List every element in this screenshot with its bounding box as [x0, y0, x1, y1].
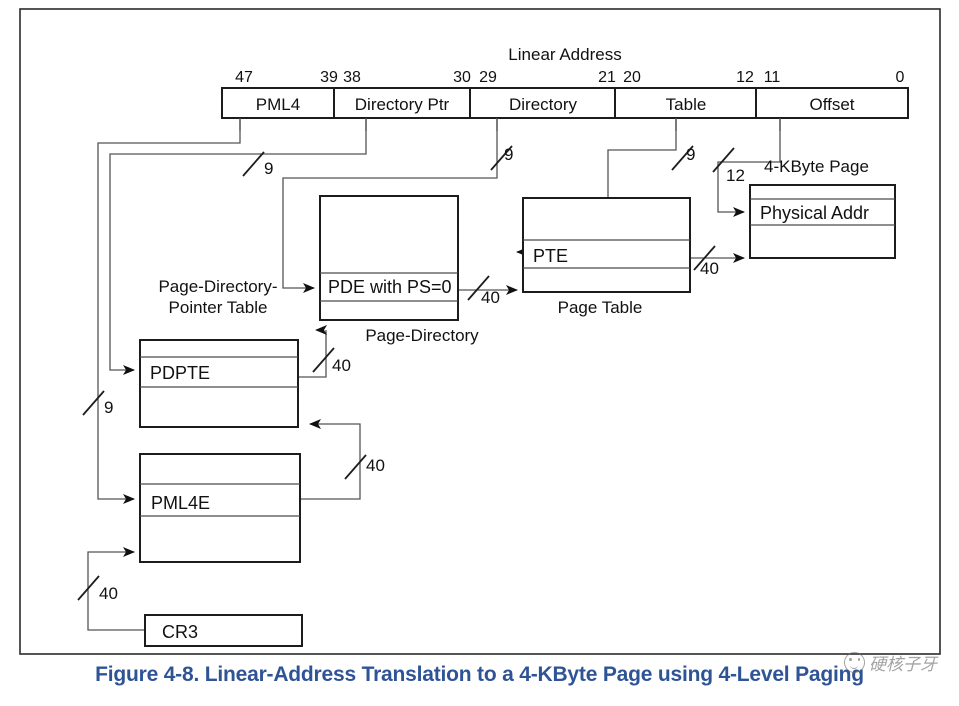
wire-directoryptr-to-pdpt: [109, 118, 367, 375]
bus-width-directory: 9: [504, 145, 513, 164]
field-directory: Directory: [509, 95, 578, 114]
bit-label-0: 0: [896, 69, 905, 86]
bus-width-pml4e: 40: [366, 456, 385, 475]
field-pml4: PML4: [256, 95, 300, 114]
bit-label-11: 11: [764, 69, 781, 86]
wire-pde-to-pagetable-base: [458, 275, 518, 301]
physical-addr-entry: Physical Addr: [760, 203, 869, 223]
bus-width-pml4: 9: [104, 398, 113, 417]
bus-width-table: 9: [686, 145, 695, 164]
linear-address-bar: [221, 87, 909, 119]
bus-width-offset: 12: [726, 166, 745, 185]
bit-label-47: 47: [235, 69, 253, 86]
wire-pml4-to-pml4e: [82, 118, 241, 504]
field-table: Table: [666, 95, 707, 114]
bit-label-38: 38: [343, 69, 361, 86]
wire-cr3-to-pml4-table: [77, 547, 145, 631]
figure-caption: Figure 4-8. Linear-Address Translation t…: [95, 663, 864, 686]
bit-label-12: 12: [736, 69, 754, 86]
pml4e-entry: PML4E: [151, 493, 210, 513]
bus-slash-cr3: [77, 575, 100, 601]
pte-entry: PTE: [533, 246, 568, 266]
pdpt-caption-line1: Page-Directory-: [158, 277, 277, 296]
pdpt-caption-line2: Pointer Table: [169, 298, 268, 317]
wire-pml4e-to-pdpt-base: [300, 419, 367, 500]
page-table-caption: Page Table: [558, 298, 643, 317]
bit-label-21: 21: [598, 69, 616, 86]
four-kbyte-page-box: [749, 184, 896, 259]
wire-pte-to-page-base: [690, 245, 745, 271]
bit-label-29: 29: [479, 69, 497, 86]
bus-width-pdpte: 40: [332, 356, 351, 375]
wire-directory-to-pagedirectory: [282, 118, 513, 293]
page-directory-pointer-table-box: [139, 339, 299, 428]
field-offset: Offset: [809, 95, 854, 114]
bus-slash-pte: [693, 245, 716, 271]
bit-label-30: 30: [453, 69, 471, 86]
bus-slash-pde: [467, 275, 490, 301]
four-kbyte-page-caption: 4-KByte Page: [764, 157, 869, 176]
field-directory-ptr: Directory Ptr: [355, 95, 450, 114]
bit-label-20: 20: [623, 69, 641, 86]
bus-slash-directoryptr: [242, 151, 265, 177]
bus-width-pde: 40: [481, 288, 500, 307]
bus-width-pte: 40: [700, 259, 719, 278]
pml4-table-box: [139, 453, 301, 563]
bus-width-cr3: 40: [99, 584, 118, 603]
bus-slash-offset: [712, 147, 735, 173]
pde-entry: PDE with PS=0: [328, 277, 452, 297]
bit-label-39: 39: [320, 69, 338, 86]
bus-width-directoryptr: 9: [264, 159, 273, 178]
wire-pdpte-to-pagedirectory-base: [298, 325, 335, 378]
watermark-text: 硬核子牙: [869, 655, 937, 674]
linear-address-title: Linear Address: [508, 45, 621, 64]
bus-slash-table: [671, 145, 694, 171]
page-directory-caption: Page-Directory: [365, 326, 479, 345]
smiley-face-icon: [844, 652, 865, 673]
linear-address-bar-outline: [221, 87, 909, 119]
page-table-box: [522, 197, 691, 293]
bus-slash-pml4e: [344, 454, 367, 480]
figure-border: [19, 8, 941, 655]
bus-slash-pml4: [82, 390, 105, 416]
pdpte-entry: PDPTE: [150, 363, 210, 383]
bus-slash-pdpte: [312, 347, 335, 373]
cr3-label: CR3: [162, 622, 198, 642]
bus-slash-directory: [490, 145, 513, 171]
cr3-box: [144, 614, 303, 647]
watermark: 硬核子牙: [844, 650, 937, 675]
page-directory-box: [319, 195, 459, 321]
wire-offset-to-page: [712, 118, 781, 217]
